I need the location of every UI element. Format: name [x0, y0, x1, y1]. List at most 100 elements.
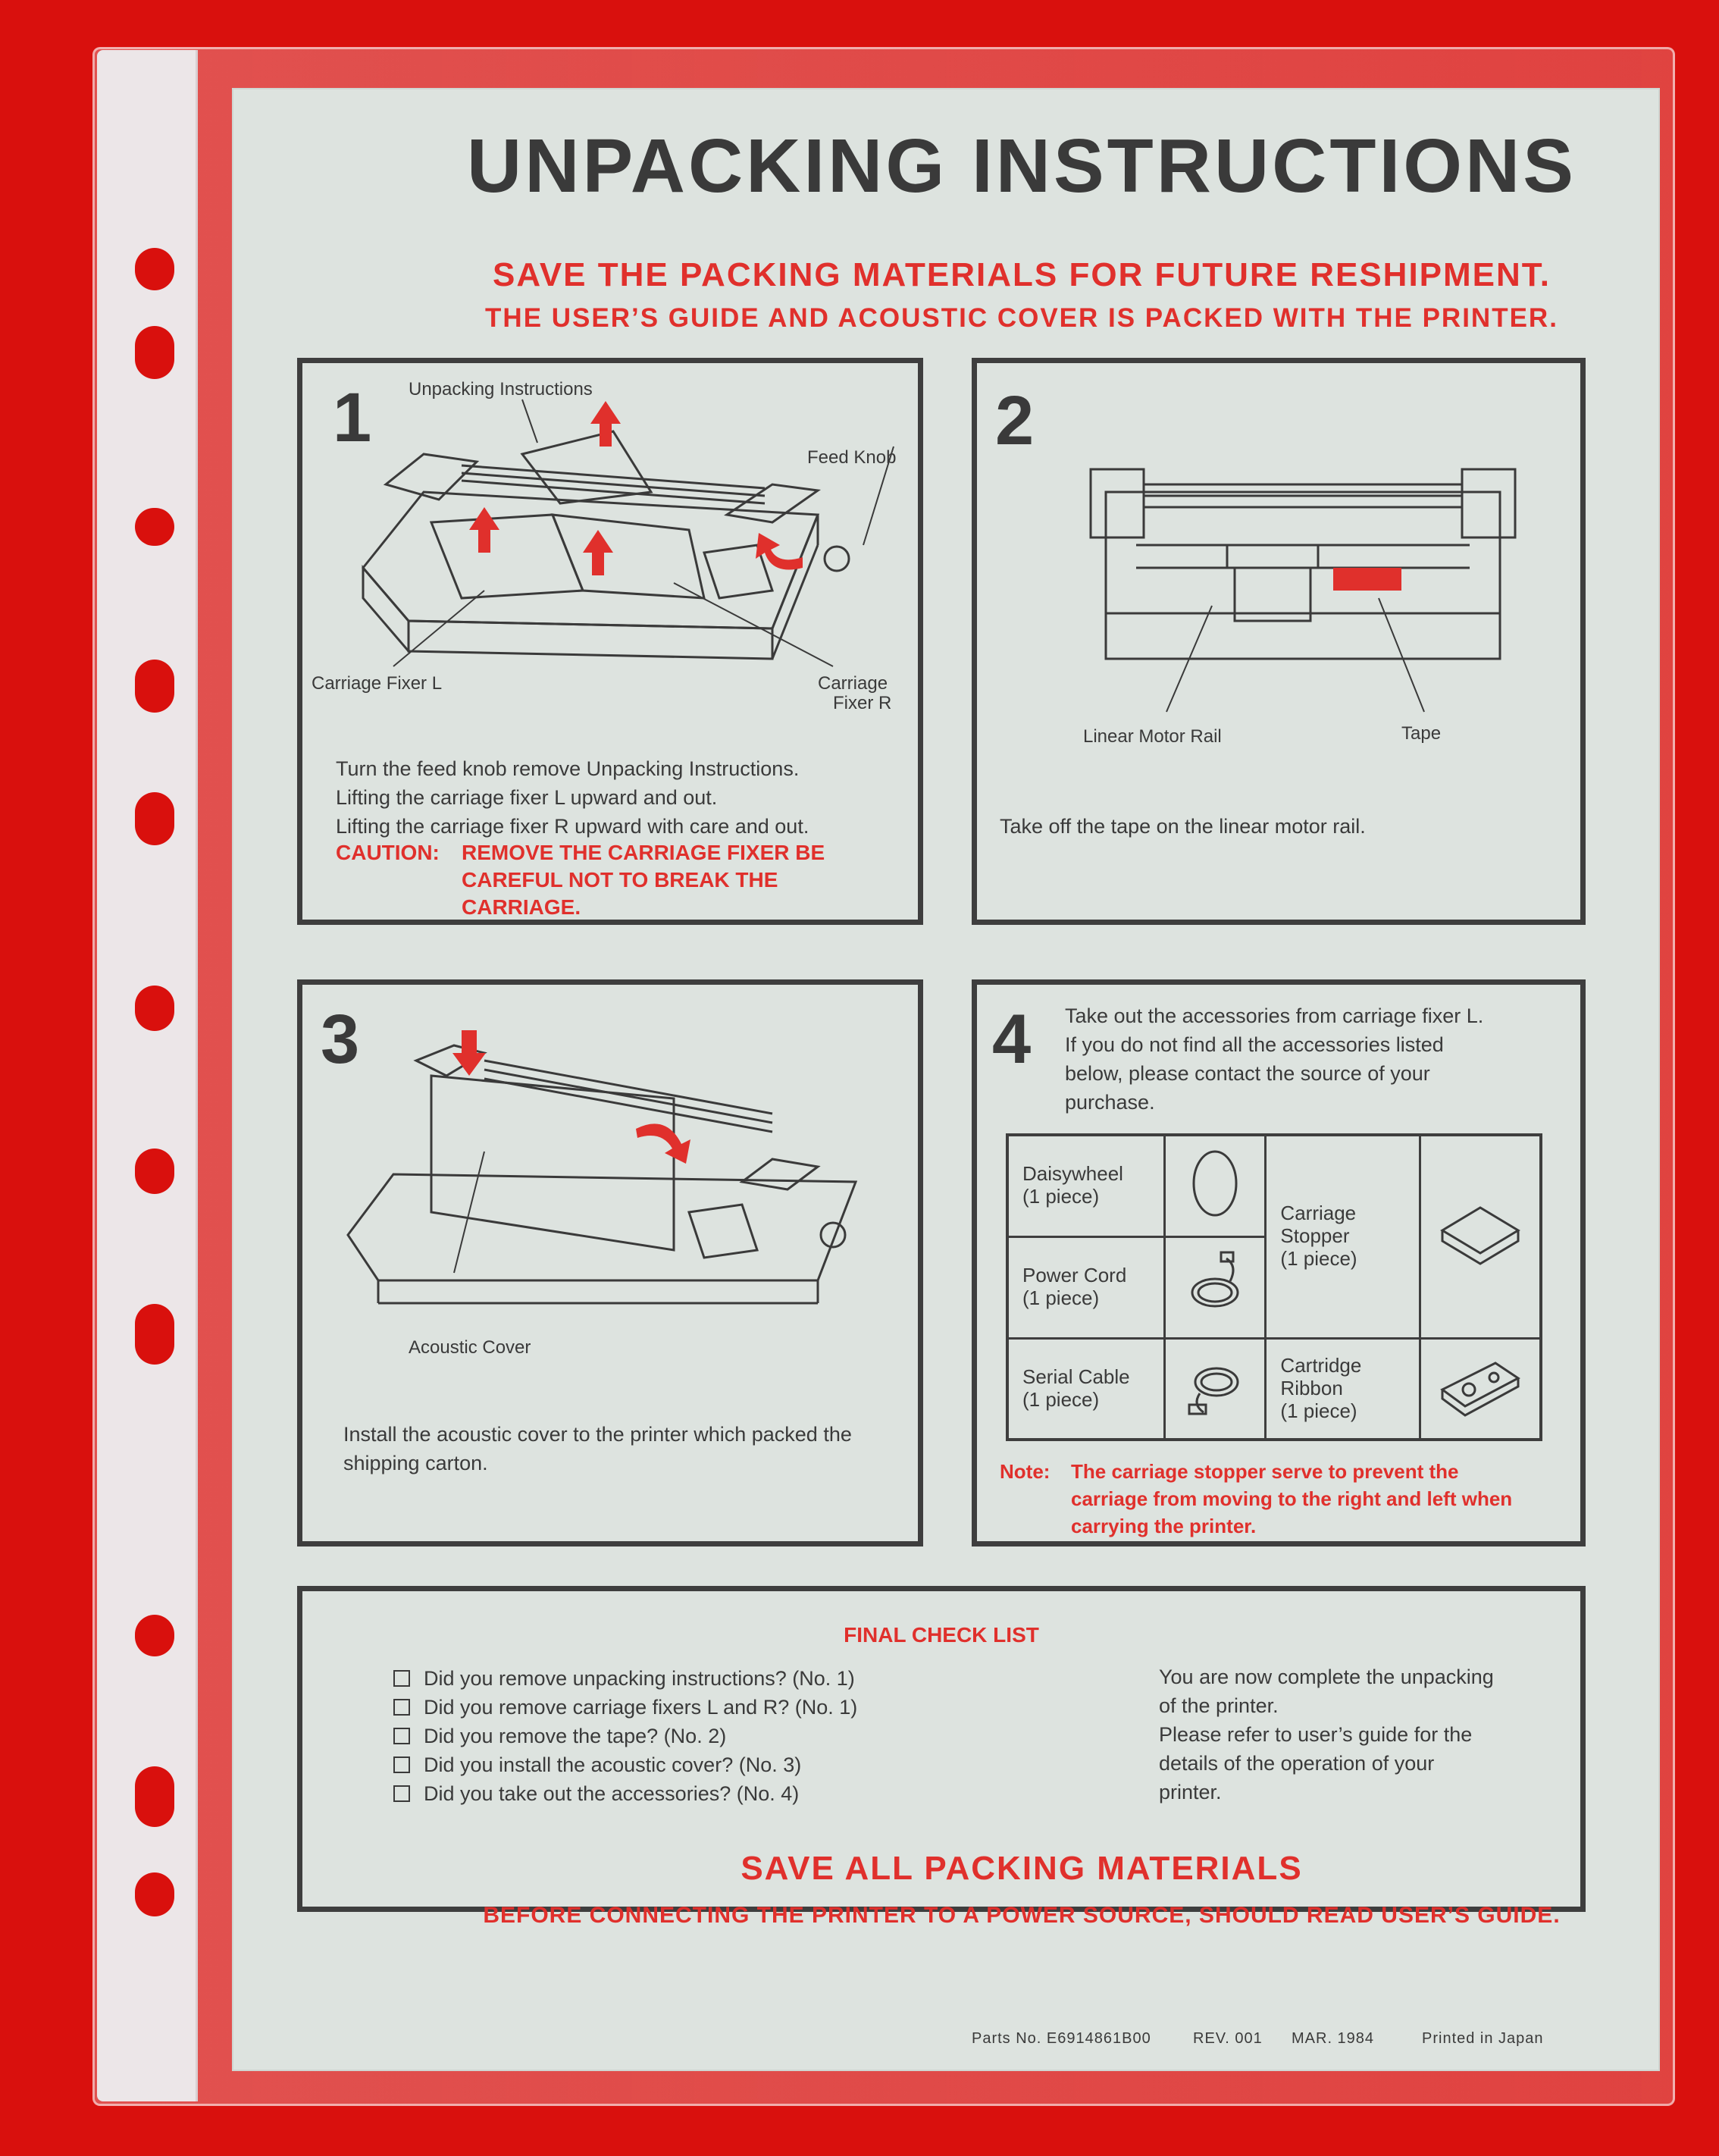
completion-line: You are now complete the unpacking: [1159, 1666, 1494, 1688]
label-carriage-fixer-l: Carriage Fixer L: [312, 673, 443, 694]
completion-line: of the printer.: [1159, 1694, 1279, 1717]
step3-line-1: Install the acoustic cover to the printe…: [343, 1423, 852, 1446]
label-unpacking-instructions: Unpacking Instructions: [409, 379, 593, 400]
checklist-items: Did you remove unpacking instructions? (…: [393, 1664, 857, 1808]
caution-line-3: CARRIAGE.: [462, 895, 581, 919]
accessory-name: Cartridge: [1280, 1353, 1362, 1377]
accessory-daisywheel: Daisywheel (1 piece): [1006, 1133, 1166, 1238]
punch-hole: [135, 248, 174, 290]
checklist-item-label: Did you take out the accessories? (No. 4…: [424, 1782, 800, 1805]
step1-line-3: Lifting the carriage fixer R upward with…: [336, 815, 809, 838]
accessory-qty: (1 piece): [1022, 1185, 1100, 1208]
accessory-name: Serial Cable: [1022, 1365, 1130, 1388]
checkbox[interactable]: [393, 1670, 410, 1687]
note-line-3: carrying the printer.: [1071, 1515, 1257, 1537]
caution-line-1: REMOVE THE CARRIAGE FIXER BE: [462, 841, 825, 864]
checklist-item-label: Did you remove unpacking instructions? (…: [424, 1666, 855, 1690]
punch-hole: [135, 1304, 174, 1365]
step-number: 1: [333, 379, 372, 456]
checklist-title: FINAL CHECK LIST: [844, 1623, 1039, 1647]
accessory-qty: (1 piece): [1280, 1399, 1357, 1422]
checklist-item-label: Did you install the acoustic cover? (No.…: [424, 1753, 802, 1776]
page-title: UNPACKING INSTRUCTIONS: [467, 124, 1577, 208]
label-feed-knob: Feed Knob: [807, 447, 897, 468]
accessory-name: Stopper: [1280, 1224, 1350, 1248]
footer-printed-in: Printed in Japan: [1422, 2030, 1544, 2047]
ribbon-cartridge-icon: [1419, 1337, 1542, 1441]
punch-hole: [135, 792, 174, 845]
label-carriage-fixer-r-1: Carriage: [818, 673, 888, 694]
punch-hole: [135, 1615, 174, 1656]
printer-illustration-step3: [346, 1030, 858, 1305]
checklist-item: Did you remove carriage fixers L and R? …: [393, 1693, 857, 1722]
completion-line: Please refer to user’s guide for the: [1159, 1723, 1473, 1746]
checklist-item-label: Did you remove carriage fixers L and R? …: [424, 1695, 858, 1719]
checklist-item: Did you install the acoustic cover? (No.…: [393, 1750, 857, 1779]
accessory-qty: (1 piece): [1022, 1286, 1100, 1309]
step4-line-3: below, please contact the source of your: [1065, 1062, 1430, 1085]
step-3-panel: 3 Acoustic Cover Inst: [297, 979, 923, 1546]
step-2-panel: 2 Linear Motor Rail: [972, 358, 1586, 925]
step-number: 2: [995, 382, 1035, 459]
step-number: 3: [321, 1001, 360, 1078]
footer-date: MAR. 1984: [1292, 2030, 1375, 2047]
footer-parts-number: Parts No. E6914861B00: [972, 2030, 1151, 2047]
note-label: Note:: [1000, 1460, 1050, 1483]
step4-line-4: purchase.: [1065, 1091, 1155, 1114]
save-all-materials-heading: SAVE ALL PACKING MATERIALS: [741, 1850, 1303, 1887]
label-tape: Tape: [1401, 723, 1442, 744]
accessory-name: Carriage: [1280, 1202, 1357, 1225]
step2-leader-lines: [1166, 597, 1425, 713]
printer-illustration-step2: [1089, 468, 1517, 660]
accessory-name: Power Cord: [1022, 1264, 1127, 1287]
checkbox[interactable]: [393, 1699, 410, 1716]
note-line-2: carriage from moving to the right and le…: [1071, 1487, 1513, 1510]
note-line-1: The carriage stopper serve to prevent th…: [1071, 1460, 1459, 1483]
carriage-stopper-icon: [1419, 1133, 1542, 1340]
checkbox[interactable]: [393, 1756, 410, 1773]
caution-line-2: CAREFUL NOT TO BREAK THE: [462, 868, 778, 892]
binder-strip: [97, 50, 198, 2101]
punch-hole: [135, 508, 174, 546]
label-linear-motor-rail: Linear Motor Rail: [1083, 726, 1222, 747]
label-carriage-fixer-r-2: Fixer R: [833, 693, 892, 713]
checklist-item: Did you take out the accessories? (No. 4…: [393, 1779, 857, 1808]
completion-message: You are now complete the unpacking of th…: [1159, 1662, 1494, 1807]
step3-line-2: shipping carton.: [343, 1452, 488, 1474]
completion-line: details of the operation of your: [1159, 1752, 1435, 1775]
subtitle-save-materials: SAVE THE PACKING MATERIALS FOR FUTURE RE…: [492, 256, 1551, 293]
step4-line-1: Take out the accessories from carriage f…: [1065, 1004, 1484, 1027]
subtitle-users-guide: THE USER’S GUIDE AND ACOUSTIC COVER IS P…: [485, 303, 1558, 333]
step1-line-1: Turn the feed knob remove Unpacking Inst…: [336, 757, 800, 780]
punch-hole: [135, 326, 174, 379]
step-4-panel: 4 Take out the accessories from carriage…: [972, 979, 1586, 1546]
caution-label: CAUTION:: [336, 841, 440, 864]
accessory-name: Ribbon: [1280, 1376, 1343, 1399]
step2-text: Take off the tape on the linear motor ra…: [1000, 815, 1366, 838]
read-guide-warning: BEFORE CONNECTING THE PRINTER TO A POWER…: [483, 1903, 1561, 1928]
checkbox[interactable]: [393, 1728, 410, 1744]
accessory-carriage-stopper: Carriage Stopper (1 piece): [1264, 1133, 1421, 1340]
step-number: 4: [992, 1001, 1032, 1078]
serial-cable-icon: [1163, 1337, 1267, 1441]
final-check-list-panel: FINAL CHECK LIST Did you remove unpackin…: [297, 1586, 1586, 1912]
punch-hole: [135, 660, 174, 713]
accessory-qty: (1 piece): [1022, 1387, 1100, 1411]
checklist-item: Did you remove unpacking instructions? (…: [393, 1664, 857, 1693]
accessory-serial-cable: Serial Cable (1 piece): [1006, 1337, 1166, 1441]
footer-revision: REV. 001: [1193, 2030, 1263, 2047]
punch-hole: [135, 1872, 174, 1916]
power-cord-icon: [1163, 1235, 1267, 1340]
step4-line-2: If you do not find all the accessories l…: [1065, 1033, 1444, 1056]
label-acoustic-cover: Acoustic Cover: [409, 1337, 531, 1358]
accessory-qty: (1 piece): [1280, 1247, 1357, 1271]
completion-line: printer.: [1159, 1781, 1222, 1803]
instruction-sheet: UNPACKING INSTRUCTIONS SAVE THE PACKING …: [233, 89, 1658, 2070]
punch-hole: [135, 986, 174, 1031]
checkbox[interactable]: [393, 1785, 410, 1802]
checklist-item: Did you remove the tape? (No. 2): [393, 1722, 857, 1750]
step-1-panel: 1 Unpacking Instructions Feed Knob Carri…: [297, 358, 923, 925]
punch-hole: [135, 1766, 174, 1827]
accessory-cartridge-ribbon: Cartridge Ribbon (1 piece): [1264, 1337, 1421, 1441]
printer-illustration-step1: [362, 399, 894, 667]
